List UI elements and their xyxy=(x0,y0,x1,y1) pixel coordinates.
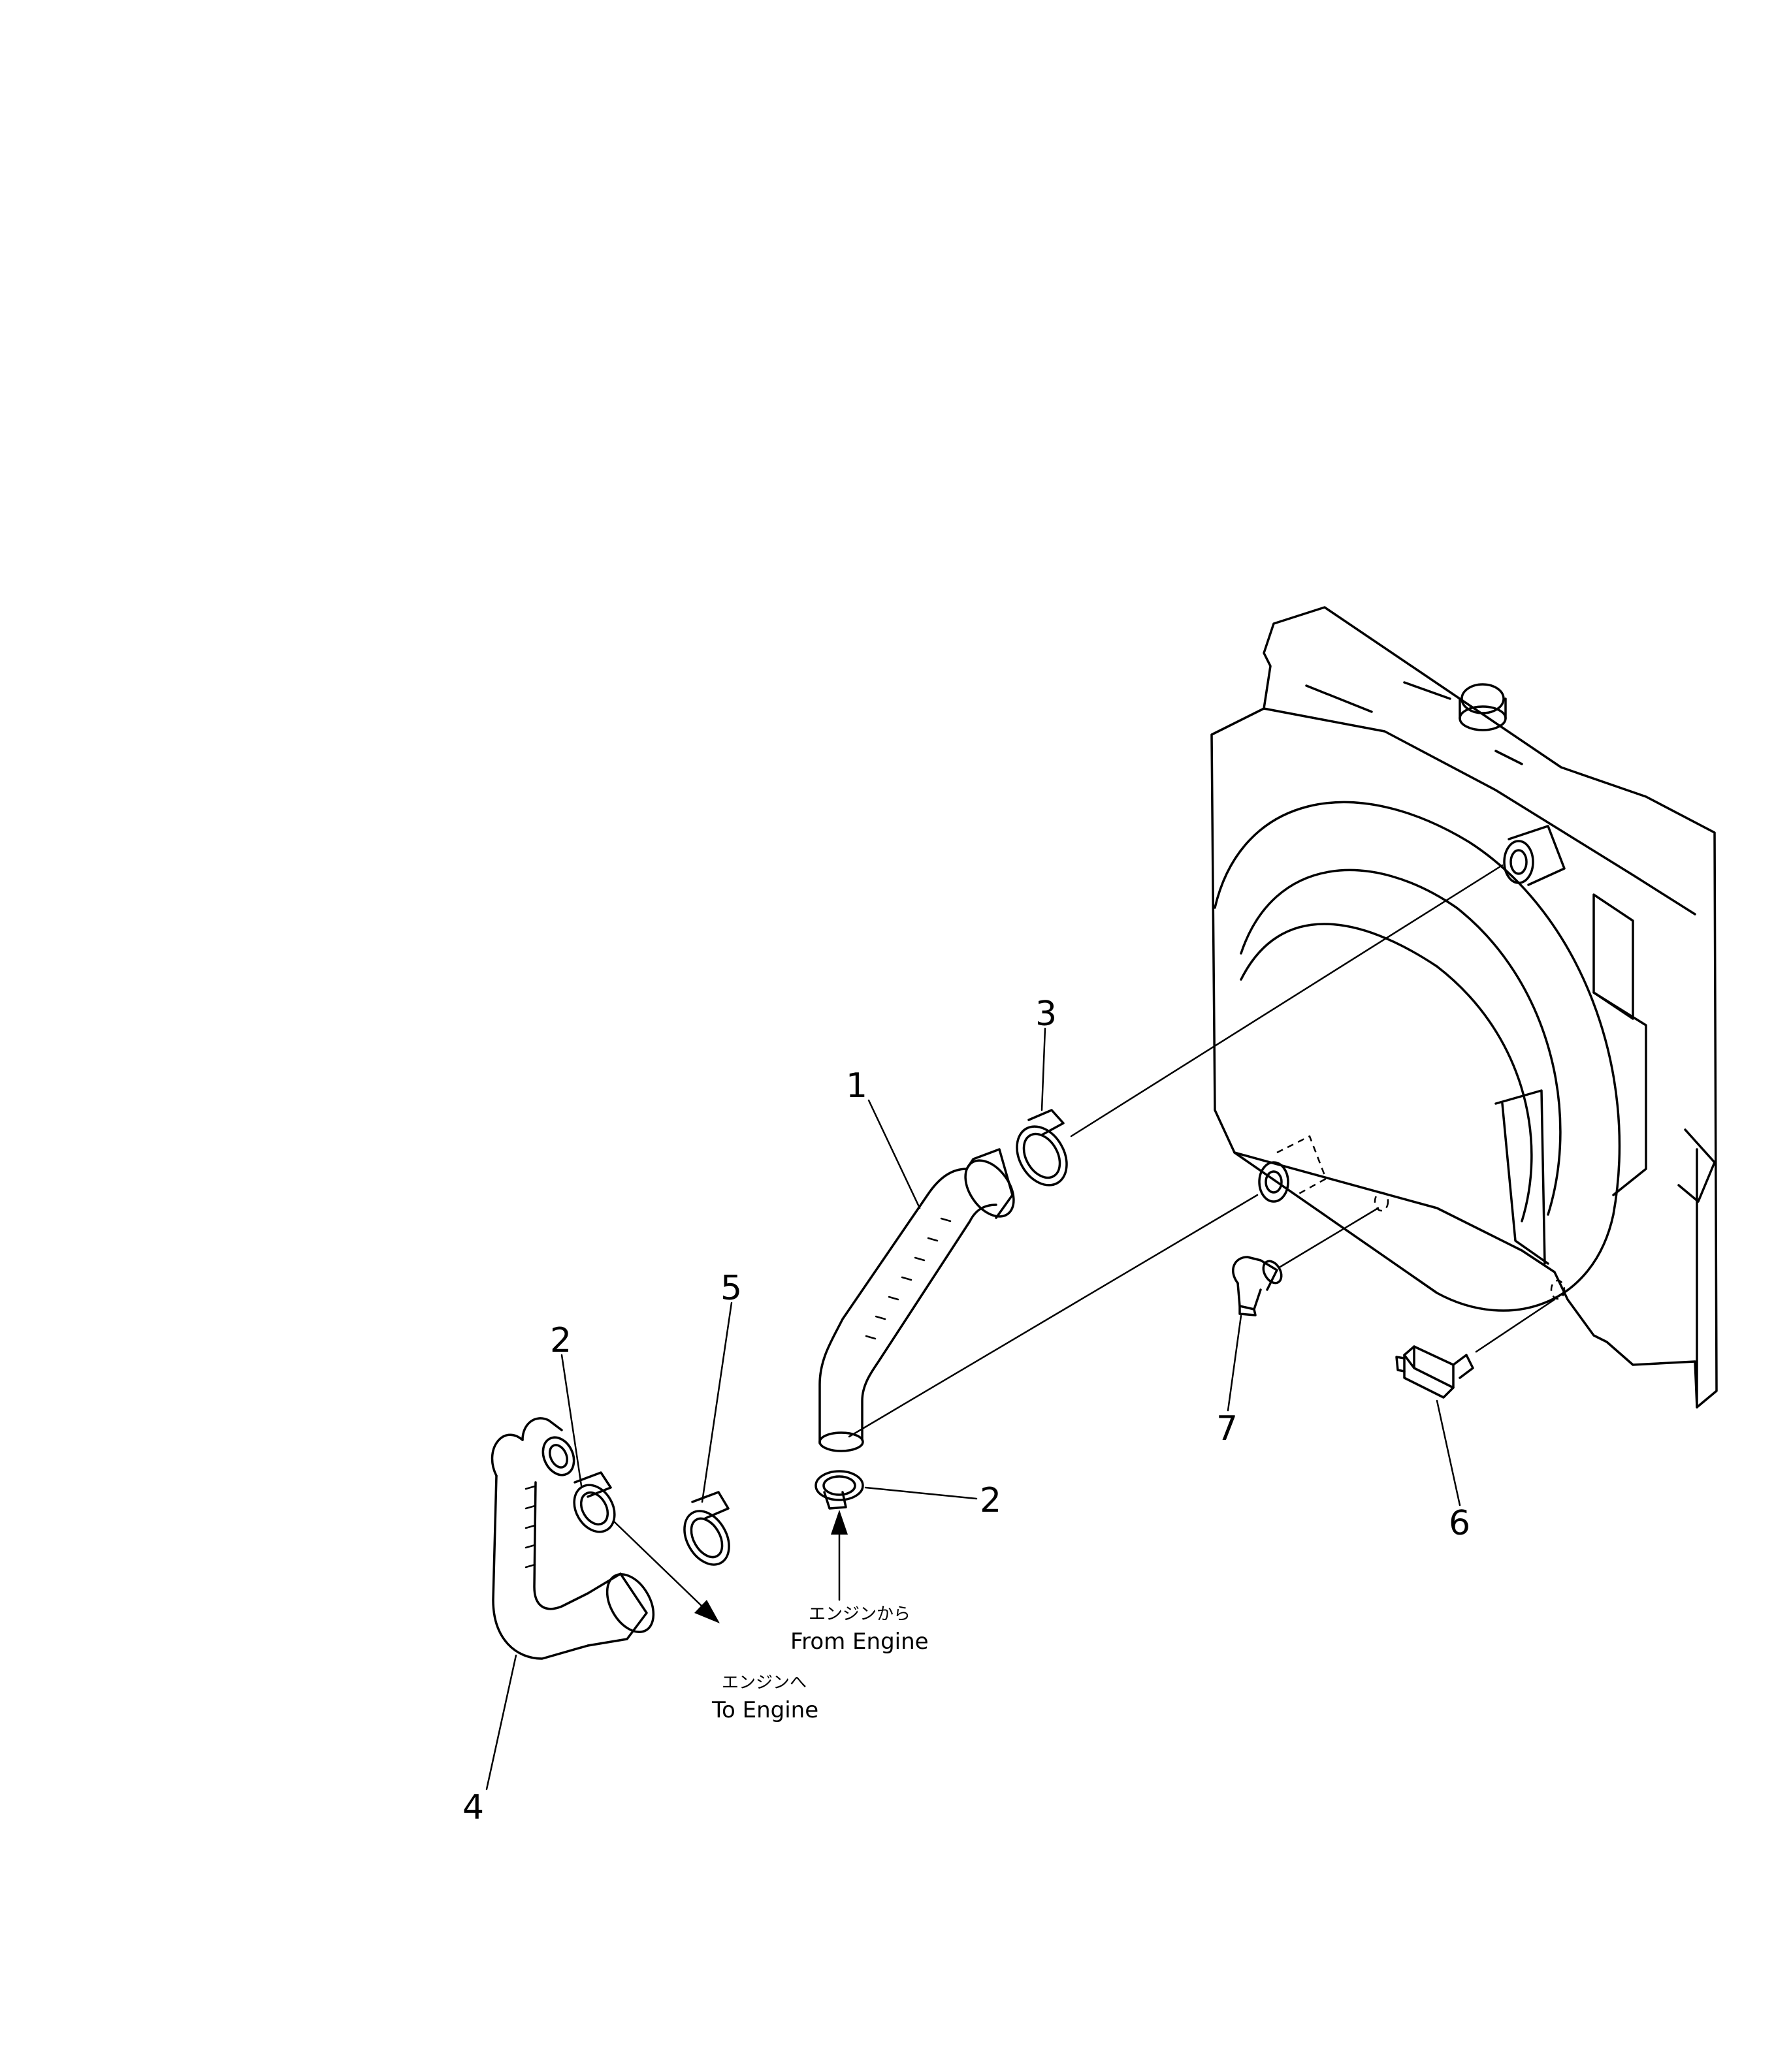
lower-hose xyxy=(491,1417,655,1660)
clamp-3 xyxy=(1016,1109,1068,1187)
to-engine-jp: エンジンへ xyxy=(722,1673,807,1693)
arrow-up-icon xyxy=(831,1510,848,1535)
drain-cock-6 xyxy=(1395,1345,1474,1399)
upper-tank-port xyxy=(1503,825,1566,886)
upper-hose xyxy=(818,1148,1015,1452)
callout-labels: 1 3 5 2 2 4 7 6 xyxy=(462,995,1470,1827)
callout-3: 3 xyxy=(1035,995,1057,1034)
callout-1: 1 xyxy=(846,1066,867,1106)
to-engine-label: To Engine xyxy=(711,1697,818,1723)
clamp-2-right xyxy=(815,1470,864,1510)
from-engine-label: From Engine xyxy=(790,1629,929,1655)
filler-cap xyxy=(1459,683,1507,731)
clamp-5 xyxy=(683,1491,730,1566)
arrow-down-right-icon xyxy=(694,1600,720,1623)
callout-2-right: 2 xyxy=(980,1481,1001,1520)
callout-5: 5 xyxy=(720,1269,742,1308)
clamp-2-left xyxy=(573,1471,616,1533)
callout-6: 6 xyxy=(1449,1504,1470,1543)
from-engine-jp: エンジンから xyxy=(809,1604,911,1624)
flow-arrows xyxy=(613,1510,848,1623)
callout-4: 4 xyxy=(462,1788,484,1827)
callout-2-left: 2 xyxy=(550,1321,572,1360)
elbow-fitting-7 xyxy=(1232,1256,1283,1316)
assembly-lines xyxy=(848,864,1556,1438)
leader-lines xyxy=(485,1027,1461,1791)
lower-tank-port xyxy=(1258,1135,1566,1300)
radiator-assembly xyxy=(1210,606,1718,1409)
flow-captions: エンジンから From Engine エンジンへ To Engine xyxy=(711,1604,929,1723)
callout-7: 7 xyxy=(1216,1409,1238,1448)
fan-shroud xyxy=(1214,801,1621,1312)
